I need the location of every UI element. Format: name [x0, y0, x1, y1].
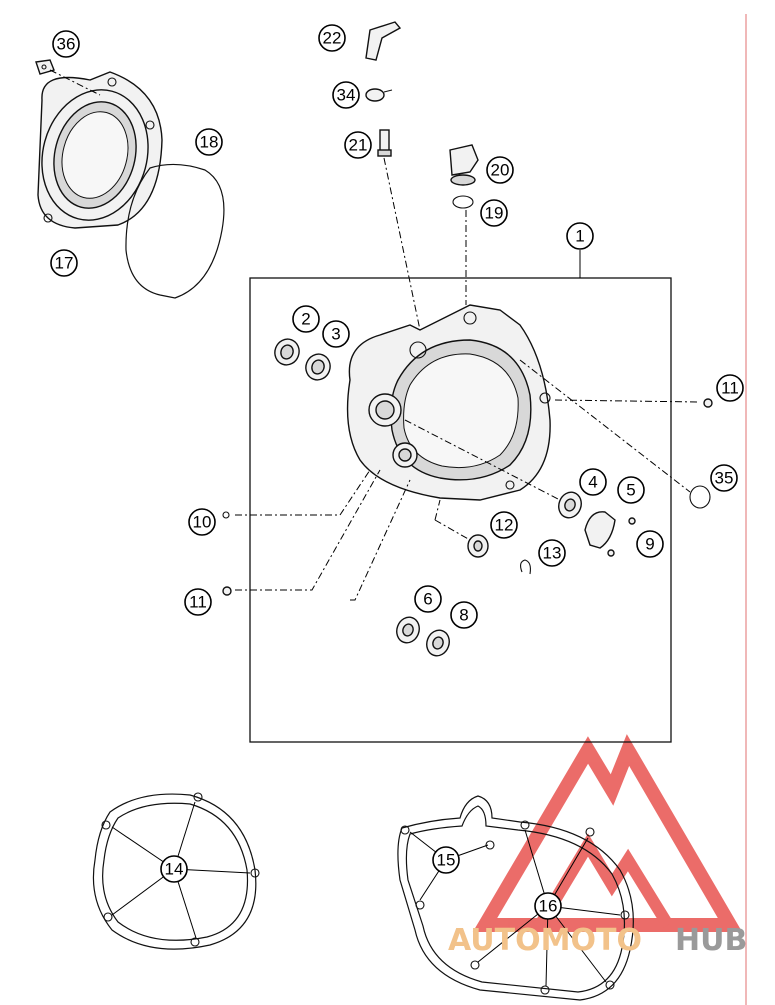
callout-10-label: 10 — [193, 513, 212, 532]
leader-line — [383, 157, 421, 331]
watermark-text-part1: AUTOMOTO — [448, 923, 642, 958]
callout-9-label: 9 — [645, 535, 654, 554]
part-12-part — [467, 534, 489, 558]
callout-2-label: 2 — [301, 310, 310, 329]
callout-22: 22 — [318, 24, 346, 52]
callout-15: 15 — [432, 846, 460, 874]
seal-2-part — [274, 338, 300, 366]
callout-35-label: 35 — [715, 469, 734, 488]
callout-11b-label: 11 — [189, 593, 207, 612]
callout-13: 13 — [538, 539, 566, 567]
callout-8: 8 — [450, 601, 478, 629]
watermark-text-part2: HUB — [675, 923, 747, 958]
bearing-4-part — [558, 491, 582, 519]
callout-8-label: 8 — [459, 606, 468, 625]
callout-16: 16 — [534, 892, 562, 920]
clutch-cover-outer-part — [37, 71, 163, 229]
callout-13-label: 13 — [543, 544, 562, 563]
callout-5: 5 — [617, 476, 645, 504]
plug-11-part — [222, 398, 713, 596]
circlip-13-part — [519, 559, 531, 575]
callout-34: 34 — [332, 81, 360, 109]
callout-11a-label: 11 — [721, 379, 739, 398]
oring-35-part — [689, 485, 711, 509]
seal-3-part — [305, 353, 331, 381]
assembly-box — [249, 277, 672, 743]
small-bolt-36-part — [35, 59, 55, 75]
watermark-logo — [472, 734, 743, 932]
callout-10: 10 — [188, 508, 216, 536]
hose-22-part — [365, 21, 402, 61]
callout-11b: 11 — [184, 588, 212, 616]
callout-19: 19 — [480, 199, 508, 227]
callout-14: 14 — [160, 855, 188, 883]
callout-5-label: 5 — [626, 481, 635, 500]
callout-9: 9 — [636, 530, 664, 558]
callout-4-label: 4 — [588, 473, 597, 492]
gasket-15-16-part — [397, 795, 634, 1001]
cover-plate-5-part — [584, 511, 616, 549]
callout-3: 3 — [322, 320, 350, 348]
callout-21: 21 — [344, 131, 372, 159]
callout-35: 35 — [710, 464, 738, 492]
nipple-21-part — [377, 129, 392, 157]
plug-10-part — [222, 511, 230, 519]
callout-18-label: 18 — [200, 133, 219, 152]
leader-lines — [235, 359, 701, 601]
callout-20-label: 20 — [491, 161, 510, 180]
callout-4: 4 — [579, 468, 607, 496]
callout-1: 1 — [566, 222, 594, 250]
callout-21-label: 21 — [349, 136, 368, 155]
callout-16-label: 16 — [539, 897, 558, 916]
callout-17-label: 17 — [55, 254, 74, 273]
oil-plug-20-part — [449, 144, 479, 186]
callout-6-label: 6 — [423, 590, 432, 609]
clutch-cover-housing-part — [346, 304, 551, 501]
callout-6: 6 — [414, 585, 442, 613]
callout-18: 18 — [195, 128, 223, 156]
callout-11a: 11 — [716, 374, 744, 402]
callout-3-label: 3 — [331, 325, 340, 344]
callout-36-label: 36 — [57, 35, 76, 54]
callout-17: 17 — [50, 249, 78, 277]
clamp-34-part — [365, 88, 393, 102]
seal-6-part — [396, 616, 420, 644]
callout-15-label: 15 — [437, 851, 456, 870]
callout-19-label: 19 — [485, 204, 504, 223]
callout-12: 12 — [490, 511, 518, 539]
leader-line — [49, 69, 101, 96]
screw-9-part — [607, 517, 636, 557]
callout-14-label: 14 — [165, 860, 184, 879]
callout-36: 36 — [52, 30, 80, 58]
callout-34-label: 34 — [337, 86, 356, 105]
callout-1-label: 1 — [575, 227, 584, 246]
gasket-14-part — [92, 792, 260, 950]
oring-19-part — [452, 195, 474, 209]
callout-22-label: 22 — [323, 29, 342, 48]
callout-2: 2 — [292, 305, 320, 333]
callout-20: 20 — [486, 156, 514, 184]
gasket-18-part — [125, 163, 225, 299]
watermark-text: AUTOMOTO HUB — [448, 923, 747, 958]
callout-12-label: 12 — [495, 516, 514, 535]
seal-8-part — [426, 629, 450, 657]
